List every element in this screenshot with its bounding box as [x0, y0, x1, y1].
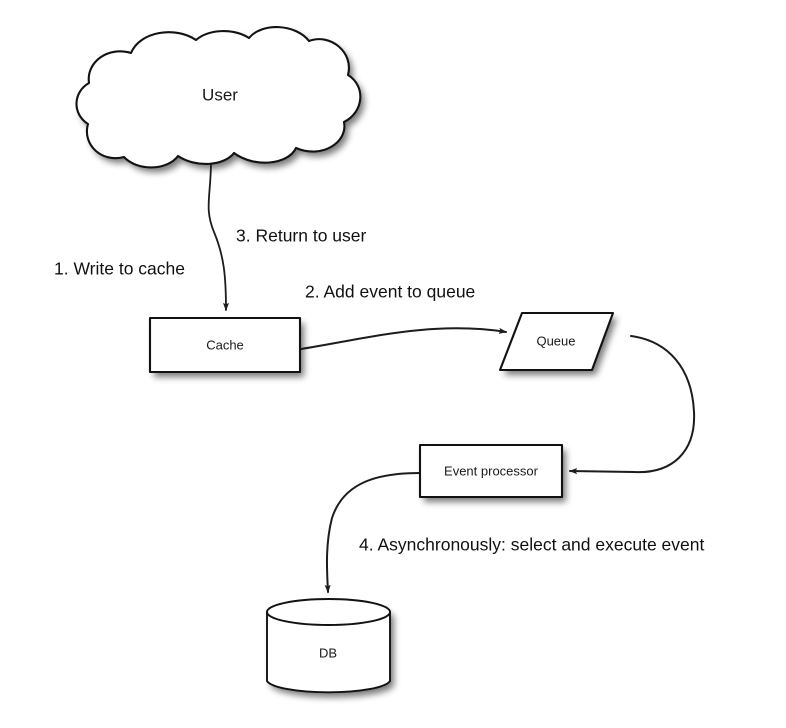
edge-user-to-cache	[207, 160, 230, 312]
edge-queue-to-event-processor	[568, 335, 696, 475]
node-cache[interactable]: Cache	[148, 316, 302, 374]
event-processor-rect	[418, 443, 564, 499]
node-db[interactable]: DB	[266, 598, 391, 694]
node-cache-label: Cache	[206, 337, 244, 352]
node-user-label: User	[202, 85, 238, 104]
cache-rect	[148, 316, 302, 374]
edge-label-step3: 3. Return to user	[236, 226, 367, 246]
edge-event-processor-to-db	[324, 472, 421, 594]
edge-cache-to-queue	[300, 327, 508, 350]
node-queue-label: Queue	[536, 333, 575, 348]
db-cylinder-body	[266, 611, 391, 694]
db-cylinder-top	[266, 598, 391, 626]
edge-label-step2: 2. Add event to queue	[305, 282, 475, 302]
node-event-processor-label: Event processor	[444, 463, 539, 478]
node-queue[interactable]: Queue	[498, 311, 615, 372]
node-db-label: DB	[319, 645, 337, 660]
edge-label-step1: 1. Write to cache	[54, 259, 185, 279]
edge-label-step4: 4. Asynchronously: select and execute ev…	[359, 535, 704, 555]
node-user[interactable]: User	[75, 26, 362, 169]
cloud-shape	[75, 26, 362, 169]
node-event-processor[interactable]: Event processor	[418, 443, 564, 499]
queue-parallelogram	[498, 311, 615, 372]
